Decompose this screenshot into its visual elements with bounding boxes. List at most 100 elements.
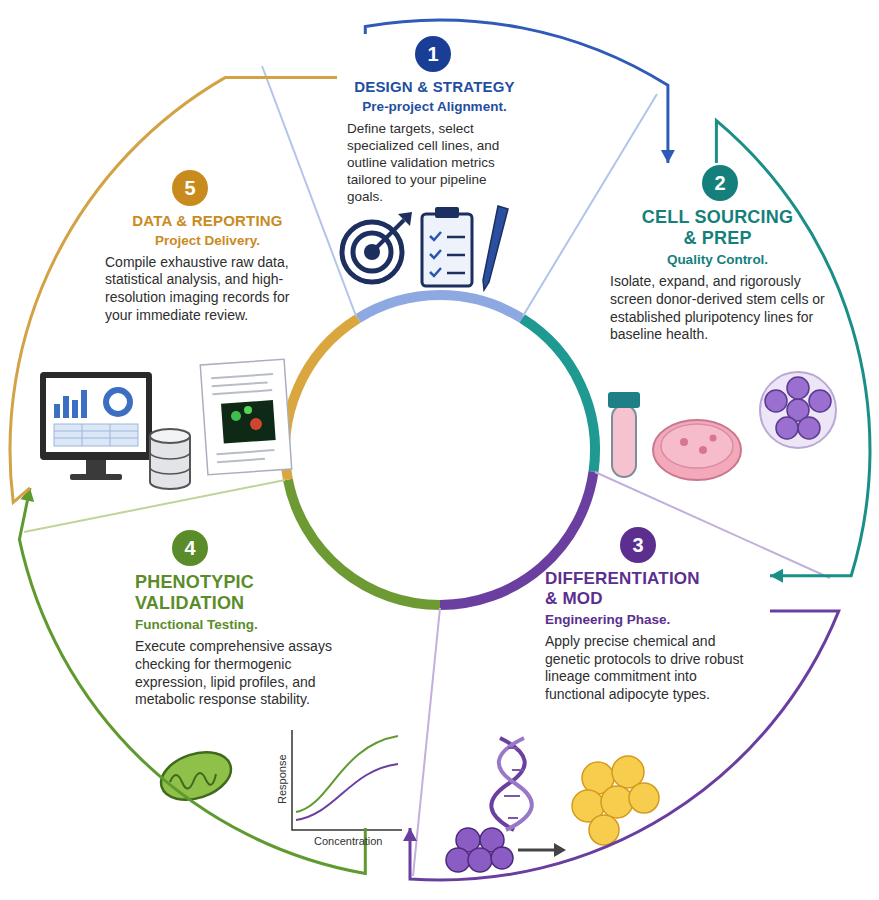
connector-line bbox=[10, 78, 337, 503]
donut-chart bbox=[106, 390, 130, 414]
cycle-connector bbox=[19, 488, 365, 874]
connector-line bbox=[716, 121, 870, 576]
cycle-connector bbox=[403, 611, 839, 880]
step-title: DIFFERENTIATION & MOD bbox=[545, 569, 715, 609]
stem-cell bbox=[468, 848, 492, 872]
axis-label: Concentration bbox=[314, 835, 383, 847]
monitor-stand bbox=[70, 474, 122, 480]
cycle-connector bbox=[716, 121, 870, 583]
data-table bbox=[54, 424, 138, 446]
clipboard-clip bbox=[435, 207, 459, 218]
hub-band bbox=[522, 319, 595, 472]
process-step: PHENOTYPIC VALIDATION Functional Testing.… bbox=[125, 528, 415, 828]
stem-cell bbox=[491, 847, 513, 869]
step-number: 1 bbox=[415, 36, 451, 72]
cell-dot bbox=[699, 446, 707, 454]
report-line bbox=[217, 450, 275, 462]
mitochondrion-crista bbox=[170, 773, 216, 789]
adipocyte bbox=[589, 815, 619, 845]
step-number: 4 bbox=[172, 530, 208, 566]
microscopy-image bbox=[231, 411, 241, 421]
process-step: DIFFERENTIATION & MOD Engineering Phase. A… bbox=[470, 525, 770, 865]
step-title: DESIGN & STRATEGY bbox=[347, 78, 522, 96]
monitor-screen bbox=[46, 378, 146, 452]
process-step: CELL SOURCING & PREPQuality Control.Isol… bbox=[600, 163, 835, 483]
step-title: PHENOTYPIC VALIDATION bbox=[135, 572, 325, 614]
connector-line bbox=[19, 488, 365, 874]
data-table bbox=[54, 424, 138, 446]
step-description: Isolate, expand, and rigorously screen d… bbox=[610, 273, 825, 344]
bar-chart bbox=[81, 390, 87, 418]
stem-cell bbox=[446, 848, 470, 872]
report-document bbox=[200, 359, 291, 475]
list-line bbox=[447, 237, 465, 273]
arrow-head bbox=[21, 488, 35, 502]
database-icon bbox=[150, 429, 190, 443]
hub-band bbox=[285, 319, 358, 480]
dna-strand bbox=[491, 738, 524, 830]
mitochondrion bbox=[155, 744, 237, 808]
pen-icon bbox=[483, 206, 508, 290]
bar-chart bbox=[54, 404, 60, 418]
check-mark bbox=[430, 232, 441, 276]
flow-arrow bbox=[518, 849, 556, 852]
bar-chart bbox=[72, 400, 78, 418]
cell-dot bbox=[710, 435, 717, 442]
axis-label: Response bbox=[276, 754, 288, 804]
step-number: 3 bbox=[620, 527, 656, 563]
report-line bbox=[211, 374, 274, 394]
cycle-connector bbox=[10, 78, 337, 503]
cell-cluster bbox=[760, 372, 836, 448]
step-number-badge: 3 bbox=[620, 527, 656, 563]
microscopy-image bbox=[250, 418, 262, 430]
petri-dish bbox=[661, 424, 733, 468]
response-curve bbox=[296, 764, 398, 820]
bar-chart bbox=[63, 396, 69, 418]
process-step: DATA & REPORTING Project Delivery. Compile… bbox=[30, 168, 320, 488]
process-step: DESIGN & STRATEGY Pre-project Alignment. D… bbox=[337, 34, 532, 296]
step-number: 2 bbox=[702, 165, 738, 201]
target-arrow bbox=[372, 220, 404, 252]
adipocyte bbox=[629, 783, 659, 813]
step-description: Define targets, select specialized cell … bbox=[347, 120, 522, 205]
step-number-badge: 1 bbox=[415, 36, 451, 72]
cell-dot bbox=[680, 438, 688, 446]
stem-cell bbox=[776, 417, 798, 439]
hub-band bbox=[358, 295, 522, 319]
monitor-icon bbox=[40, 372, 152, 460]
connector-line bbox=[410, 611, 839, 880]
step-subtitle: Project Delivery. bbox=[105, 233, 310, 248]
arrow-head bbox=[661, 150, 675, 163]
step-subtitle: Pre-project Alignment. bbox=[347, 99, 522, 114]
microscopy-image bbox=[244, 406, 252, 414]
hub-band bbox=[288, 480, 440, 605]
database-icon bbox=[150, 452, 190, 474]
target-arrow bbox=[398, 212, 412, 226]
step-subtitle: Quality Control. bbox=[610, 252, 825, 267]
stem-cell bbox=[765, 390, 787, 412]
arrow-head bbox=[403, 828, 417, 841]
step-number-badge: 5 bbox=[172, 170, 208, 206]
step-subtitle: Engineering Phase. bbox=[545, 612, 757, 627]
stem-cell bbox=[809, 390, 831, 412]
dna-rung bbox=[504, 748, 524, 818]
clipboard-icon bbox=[422, 214, 472, 286]
step-title: DATA & REPORTING bbox=[105, 212, 310, 230]
monitor-stand bbox=[86, 460, 106, 474]
test-tube bbox=[612, 405, 636, 477]
arrow-head bbox=[770, 569, 783, 583]
hub-circle bbox=[290, 300, 590, 600]
flow-arrow bbox=[554, 843, 566, 857]
stem-cell bbox=[787, 377, 809, 399]
response-curve bbox=[296, 736, 398, 812]
petri-dish bbox=[653, 420, 741, 480]
adipocyte bbox=[601, 786, 633, 818]
segment-divider bbox=[595, 472, 830, 578]
dna-strand bbox=[499, 738, 532, 830]
step-number-badge: 4 bbox=[172, 530, 208, 566]
step-subtitle: Functional Testing. bbox=[135, 617, 345, 632]
tube-cap bbox=[608, 392, 640, 408]
step-description: Apply precise chemical and genetic proto… bbox=[545, 633, 757, 704]
step-description: Compile exhaustive raw data, statistical… bbox=[105, 254, 310, 325]
